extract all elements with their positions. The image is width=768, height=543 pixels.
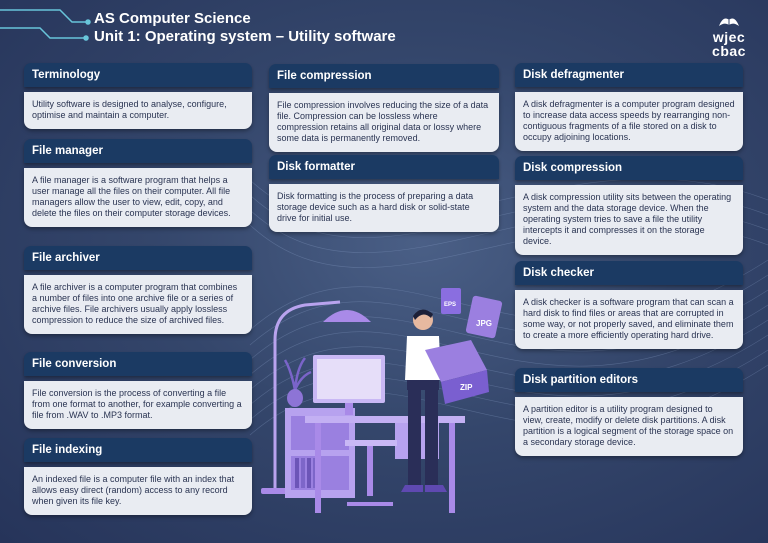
card-body: A file archiver is a computer program th… [24, 275, 252, 334]
card-title: File compression [269, 64, 499, 88]
file-label-eps: EPS [444, 302, 456, 308]
page-title: AS Computer Science [94, 10, 251, 27]
wjec-cbac-logo: wjec cbac [704, 14, 754, 58]
card-title: File archiver [24, 246, 252, 270]
file-jpg-icon: JPG [465, 295, 503, 339]
card-body: A partition editor is a utility program … [515, 397, 743, 456]
card-title: Disk defragmenter [515, 63, 743, 87]
card-body: An indexed file is a computer file with … [24, 467, 252, 515]
card-file-conversion: File conversion File conversion is the p… [24, 352, 252, 429]
card-body: File compression involves reducing the s… [269, 93, 499, 152]
plant-icon [283, 357, 312, 407]
file-label-jpg: JPG [476, 319, 492, 328]
logo-book-icon [704, 14, 754, 30]
card-body: Utility software is designed to analyse,… [24, 92, 252, 129]
card-title: Disk compression [515, 156, 743, 180]
card-disk-partition-editors: Disk partition editors A partition edito… [515, 368, 743, 456]
person-icon [401, 309, 447, 492]
card-body: Disk formatting is the process of prepar… [269, 184, 499, 232]
card-disk-defragmenter: Disk defragmenter A disk defragmenter is… [515, 63, 743, 151]
card-title: Disk partition editors [515, 368, 743, 392]
zip-box-icon: ZIP [425, 340, 489, 404]
card-file-compression: File compression File compression involv… [269, 64, 499, 152]
card-title: Disk checker [515, 261, 743, 285]
card-body: File conversion is the process of conver… [24, 381, 252, 429]
card-terminology: Terminology Utility software is designed… [24, 63, 252, 129]
card-file-manager: File manager A file manager is a softwar… [24, 139, 252, 227]
card-body: A disk checker is a software program tha… [515, 290, 743, 349]
logo-text-wjec: wjec [712, 29, 746, 45]
card-title: File indexing [24, 438, 252, 462]
card-body: A disk defragmenter is a computer progra… [515, 92, 743, 151]
desk-lamp-icon [261, 300, 371, 494]
card-title: Terminology [24, 63, 252, 87]
card-title: Disk formatter [269, 155, 499, 179]
card-title: File conversion [24, 352, 252, 376]
card-disk-formatter: Disk formatter Disk formatting is the pr… [269, 155, 499, 232]
card-body: A file manager is a software program tha… [24, 168, 252, 227]
logo-text-cbac: cbac [712, 43, 746, 59]
monitor-icon [313, 355, 385, 415]
page-subtitle: Unit 1: Operating system – Utility softw… [94, 28, 396, 45]
card-file-archiver: File archiver A file archiver is a compu… [24, 246, 252, 334]
card-disk-checker: Disk checker A disk checker is a softwar… [515, 261, 743, 349]
card-file-indexing: File indexing An indexed file is a compu… [24, 438, 252, 515]
file-eps-icon: EPS [441, 288, 461, 314]
card-title: File manager [24, 139, 252, 163]
chair-icon [345, 440, 397, 506]
card-body: A disk compression utility sits between … [515, 185, 743, 255]
file-label-zip: ZIP [460, 383, 473, 392]
illustration-person-at-desk: ZIP EPS JPG [261, 288, 503, 513]
page-header: AS Computer Science Unit 1: Operating sy… [94, 10, 396, 46]
card-disk-compression: Disk compression A disk compression util… [515, 156, 743, 255]
